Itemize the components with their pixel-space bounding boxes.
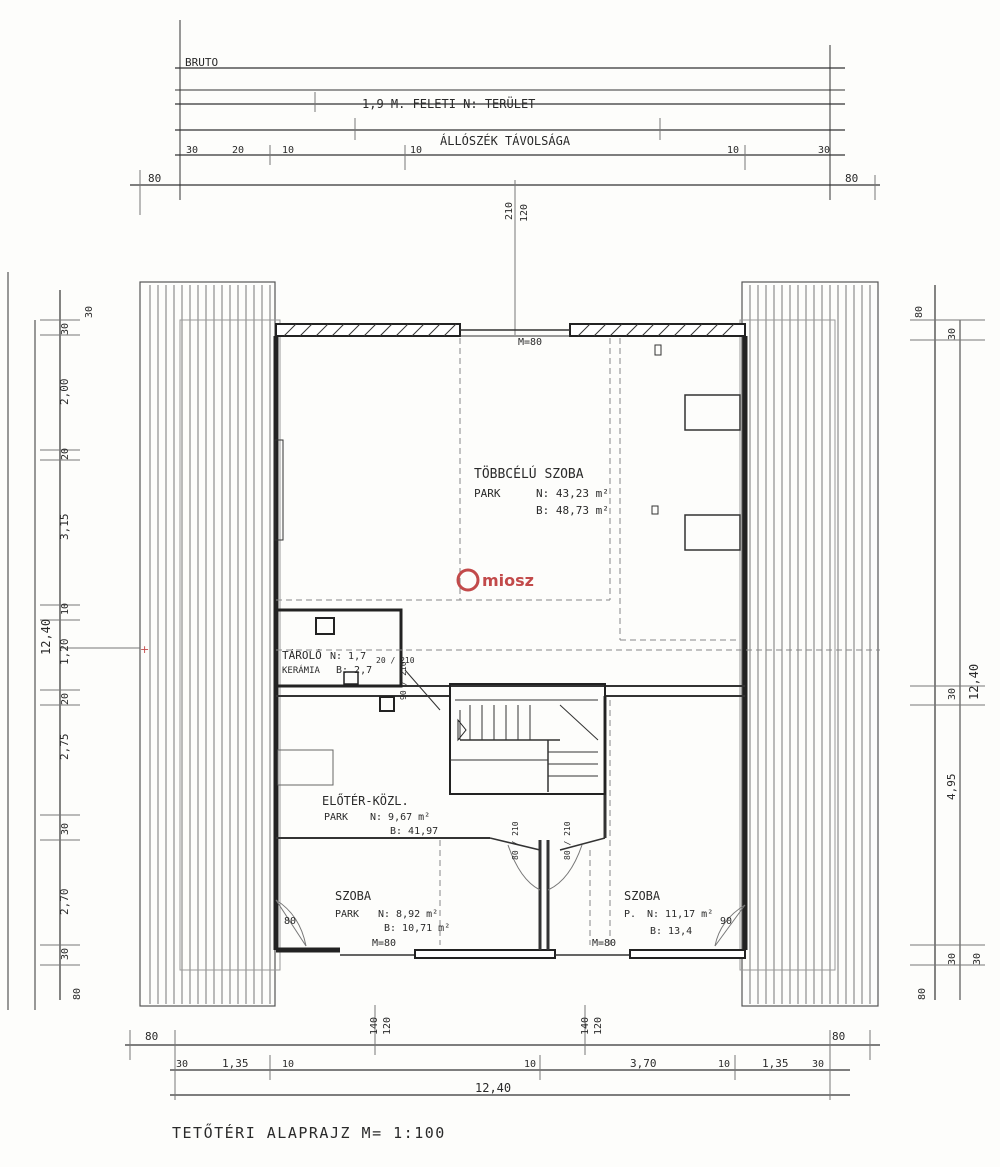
storage-door-size: 20 / 210	[376, 656, 415, 665]
right-bedroom-window: M=80	[592, 938, 616, 949]
right-bedroom-floor: P.	[624, 909, 636, 920]
chair-distance-label: ÁLLÓSZÉK TÁVOLSÁGA	[440, 133, 571, 148]
left-bedroom-window: M=80	[372, 938, 396, 949]
storage-room-name: TÁROLÓ	[282, 649, 322, 662]
interior-walls	[274, 608, 746, 950]
left-dim-30a: 30	[84, 306, 95, 318]
staircase	[404, 669, 606, 795]
top-dim-80-left: 80	[148, 172, 161, 185]
left-dim-315: 3,15	[58, 514, 71, 541]
left-dim-10: 10	[60, 603, 71, 615]
bottom-dim-total: 12,40	[475, 1081, 511, 1095]
right-dimension-lines	[910, 285, 985, 1000]
brutto-label: BRUTO	[185, 56, 218, 69]
hall-room-name: ELŐTÉR-KÖZL.	[322, 792, 409, 808]
bottom-dim-135-left: 1,35	[222, 1057, 249, 1070]
left-bedroom-net-area: N: 8,92 m²	[378, 909, 438, 920]
left-dim-20b: 20	[60, 693, 71, 705]
storage-room-net-area: N: 1,7	[330, 651, 366, 662]
storage-room-gross-area: B: 2,7	[336, 665, 372, 676]
top-dim-10b: 10	[410, 145, 422, 156]
right-dim-495: 4,95	[945, 774, 958, 801]
right-dim-30a: 30	[947, 328, 958, 340]
right-bedroom-door: 90	[720, 916, 732, 927]
hall-room-floor: PARK	[324, 812, 348, 823]
top-dim-80-right: 80	[845, 172, 858, 185]
multi-room-window-label: M=80	[518, 337, 542, 348]
bottom-dim-30-right: 30	[812, 1059, 824, 1070]
outer-walls	[273, 323, 748, 959]
bottom-dim-80-right: 80	[832, 1030, 845, 1043]
right-bedroom-name: SZOBA	[624, 889, 661, 903]
bottom-dim-10c: 10	[718, 1059, 730, 1070]
left-dim-270: 2,70	[58, 889, 71, 916]
red-marker-icon: +	[140, 643, 149, 656]
right-bedroom-net-area: N: 11,17 m²	[647, 909, 713, 920]
top-dim-30-right: 30	[818, 145, 830, 156]
drawing-title: TETŐTÉRI ALAPRAJZ M= 1:100	[172, 1122, 446, 1142]
multi-room-floor: PARK	[474, 487, 501, 500]
bottom-dim-370: 3,70	[630, 1057, 657, 1070]
heart-logo-icon	[456, 568, 480, 592]
bottom-dim-80-left: 80	[145, 1030, 158, 1043]
left-dim-200: 2,00	[58, 379, 71, 406]
right-dim-30c: 30	[947, 953, 958, 965]
left-dim-20a: 20	[60, 448, 71, 460]
right-dim-30d: 30	[972, 953, 983, 965]
bottom-dim-10b: 10	[524, 1059, 536, 1070]
left-dimension-lines	[7, 272, 140, 1010]
top-dimension-lines	[130, 20, 880, 335]
bottom-dim-10a: 10	[282, 1059, 294, 1070]
left-dim-80: 80	[72, 988, 83, 1000]
furniture-outlines	[274, 338, 880, 945]
left-dim-total: 12,40	[39, 619, 53, 655]
left-dim-30b: 30	[60, 323, 71, 335]
left-bedroom-floor: PARK	[335, 909, 359, 920]
left-bedroom-name: SZOBA	[335, 889, 372, 903]
top-dim-10a: 10	[282, 145, 294, 156]
door-a-size: 80 / 210	[511, 821, 520, 860]
roof-slope-right	[739, 281, 879, 1007]
left-dim-30d: 30	[60, 948, 71, 960]
left-bedroom-door: 80	[284, 916, 296, 927]
left-dim-275: 2,75	[58, 734, 71, 761]
multi-room-name: TÖBBCÉLÚ SZOBA	[474, 465, 584, 482]
left-dim-120: 1,20	[58, 639, 71, 666]
right-bedroom-gross-area: B: 13,4	[650, 926, 692, 937]
right-dim-80b: 80	[917, 988, 928, 1000]
left-bedroom-gross-area: B: 10,71 m²	[384, 923, 450, 934]
multi-room-gross-area: B: 48,73 m²	[536, 504, 609, 517]
bottom-dim-140b: 140	[580, 1017, 591, 1035]
right-dim-total: 12,40	[967, 664, 981, 700]
bottom-dimension-lines	[125, 1005, 880, 1100]
right-dim-30b: 30	[947, 688, 958, 700]
multi-room-net-area: N: 43,23 m²	[536, 487, 609, 500]
watermark-text: miosz	[482, 571, 534, 590]
hall-door-size: 90 / 210	[399, 661, 408, 700]
bottom-dim-30-left: 30	[176, 1059, 188, 1070]
top-dim-20: 20	[232, 145, 244, 156]
roof-slope-left	[139, 281, 281, 1007]
top-dim-30-left: 30	[186, 145, 198, 156]
right-dim-80: 80	[914, 306, 925, 318]
bottom-dim-120a: 120	[382, 1017, 393, 1035]
hall-room-net-area: N: 9,67 m²	[370, 812, 430, 823]
door-b-size: 80 / 210	[563, 821, 572, 860]
top-dim-120: 120	[519, 204, 530, 222]
storage-room-floor: KERÁMIA	[282, 664, 321, 676]
top-dim-210: 210	[504, 202, 515, 220]
hall-room-gross-area: B: 41,97	[390, 826, 438, 837]
top-dim-10c: 10	[727, 145, 739, 156]
bottom-dim-120b: 120	[593, 1017, 604, 1035]
bottom-dim-140a: 140	[369, 1017, 380, 1035]
bottom-dim-135-right: 1,35	[762, 1057, 789, 1070]
left-dim-30c: 30	[60, 823, 71, 835]
floor-area-label: 1,9 M. FELETI N: TERÜLET	[362, 95, 535, 111]
miosz-watermark: miosz	[456, 568, 534, 592]
